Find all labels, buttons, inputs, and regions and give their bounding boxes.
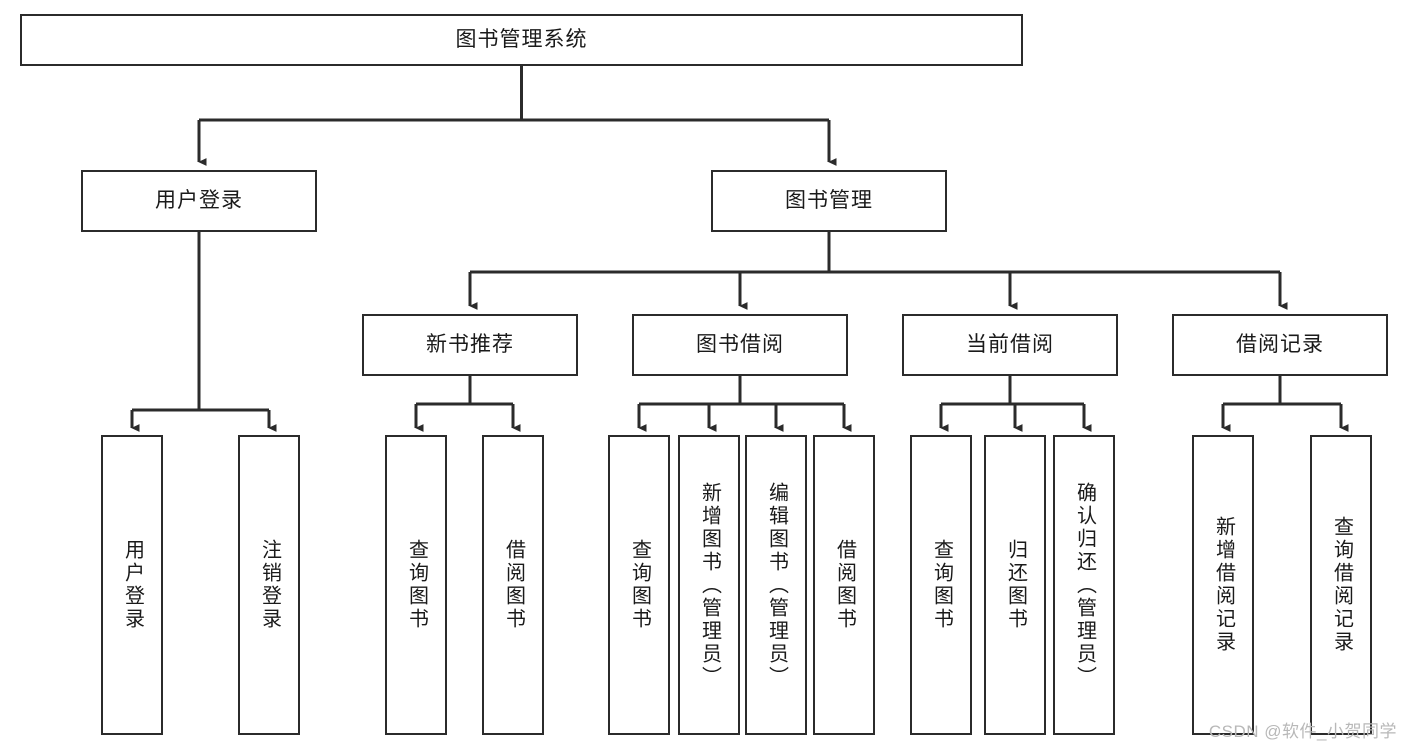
node-level3-current-borrow[interactable]: 当前借阅 bbox=[902, 314, 1118, 376]
node-level3-book-borrow[interactable]: 图书借阅 bbox=[632, 314, 848, 376]
node-leaf-return-book-label: 归还图书 bbox=[1004, 539, 1027, 631]
node-leaf-logout[interactable]: 注销登录 bbox=[238, 435, 300, 735]
node-level3-current-borrow-label: 当前借阅 bbox=[966, 332, 1054, 356]
node-root[interactable]: 图书管理系统 bbox=[20, 14, 1023, 66]
node-leaf-borrow-book-newbook-label: 借阅图书 bbox=[502, 539, 525, 631]
node-leaf-borrow-book-label: 借阅图书 bbox=[833, 539, 856, 631]
node-level3-borrow-record-label: 借阅记录 bbox=[1236, 332, 1324, 356]
node-leaf-user-login-label: 用户登录 bbox=[121, 539, 144, 631]
node-level2-user-login-label: 用户登录 bbox=[155, 188, 243, 212]
node-leaf-confirm-return-admin-label: 确认归还（管理员） bbox=[1073, 481, 1096, 689]
node-leaf-borrow-book[interactable]: 借阅图书 bbox=[813, 435, 875, 735]
node-leaf-return-book[interactable]: 归还图书 bbox=[984, 435, 1046, 735]
node-root-label: 图书管理系统 bbox=[455, 27, 588, 51]
node-level3-new-book-recommend[interactable]: 新书推荐 bbox=[362, 314, 578, 376]
node-leaf-user-login[interactable]: 用户登录 bbox=[101, 435, 163, 735]
node-leaf-query-book-borrow[interactable]: 查询图书 bbox=[608, 435, 670, 735]
node-leaf-logout-label: 注销登录 bbox=[258, 539, 281, 631]
node-leaf-confirm-return-admin[interactable]: 确认归还（管理员） bbox=[1053, 435, 1115, 735]
node-leaf-query-book-current-label: 查询图书 bbox=[930, 539, 953, 631]
node-leaf-add-borrow-record[interactable]: 新增借阅记录 bbox=[1192, 435, 1254, 735]
node-leaf-edit-book-admin[interactable]: 编辑图书（管理员） bbox=[745, 435, 807, 735]
watermark-text: CSDN @软件_小贺同学 bbox=[1208, 722, 1397, 741]
node-leaf-query-book-current[interactable]: 查询图书 bbox=[910, 435, 972, 735]
node-level2-book-management-label: 图书管理 bbox=[785, 188, 873, 212]
node-leaf-add-book-admin[interactable]: 新增图书（管理员） bbox=[678, 435, 740, 735]
node-leaf-add-borrow-record-label: 新增借阅记录 bbox=[1212, 516, 1235, 654]
node-level3-borrow-record[interactable]: 借阅记录 bbox=[1172, 314, 1388, 376]
node-leaf-query-borrow-record-label: 查询借阅记录 bbox=[1330, 516, 1353, 654]
node-leaf-add-book-admin-label: 新增图书（管理员） bbox=[698, 481, 721, 689]
node-level2-user-login[interactable]: 用户登录 bbox=[81, 170, 317, 232]
node-leaf-edit-book-admin-label: 编辑图书（管理员） bbox=[765, 481, 788, 689]
node-level2-book-management[interactable]: 图书管理 bbox=[711, 170, 947, 232]
node-leaf-query-book-newbook-label: 查询图书 bbox=[405, 539, 428, 631]
node-level3-new-book-recommend-label: 新书推荐 bbox=[426, 332, 514, 356]
node-leaf-query-borrow-record[interactable]: 查询借阅记录 bbox=[1310, 435, 1372, 735]
node-leaf-query-book-newbook[interactable]: 查询图书 bbox=[385, 435, 447, 735]
node-level3-book-borrow-label: 图书借阅 bbox=[696, 332, 784, 356]
node-leaf-query-book-borrow-label: 查询图书 bbox=[628, 539, 651, 631]
node-leaf-borrow-book-newbook[interactable]: 借阅图书 bbox=[482, 435, 544, 735]
